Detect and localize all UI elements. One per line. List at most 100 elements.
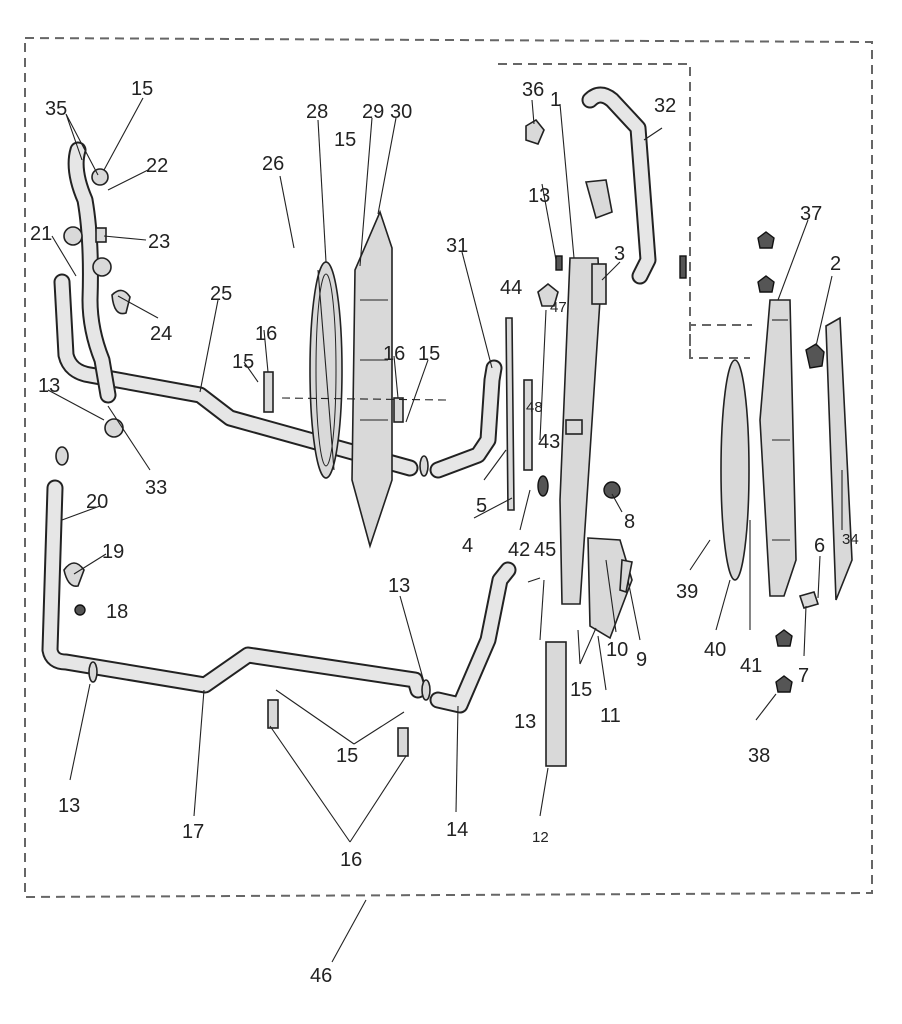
label-32: 32 bbox=[654, 95, 676, 117]
label-15-right: 15 bbox=[418, 343, 440, 365]
label-1: 1 bbox=[550, 89, 561, 111]
bolt-16-b bbox=[393, 397, 404, 423]
label-9: 9 bbox=[636, 649, 647, 671]
label-42: 42 bbox=[508, 539, 530, 561]
hose-31 bbox=[429, 359, 503, 479]
label-40: 40 bbox=[704, 639, 726, 661]
clamp-45 bbox=[537, 475, 549, 497]
nut-18 bbox=[74, 604, 86, 616]
label-39: 39 bbox=[676, 581, 698, 603]
label-44: 44 bbox=[500, 277, 522, 299]
connector-23 bbox=[95, 227, 107, 243]
bolt-16-d bbox=[397, 727, 409, 757]
bolt-16-a bbox=[263, 371, 274, 413]
label-13-mid: 13 bbox=[388, 575, 410, 597]
clamp-13-left bbox=[55, 446, 69, 466]
label-16-right: 16 bbox=[383, 343, 405, 365]
label-38: 38 bbox=[748, 745, 770, 767]
cap-38-a bbox=[757, 231, 775, 249]
clamp-13-mid bbox=[421, 679, 431, 701]
label-21: 21 bbox=[30, 223, 52, 245]
pipe-32 bbox=[581, 86, 657, 285]
pipe-5 bbox=[505, 317, 515, 511]
callout-labels: 15 35 22 23 21 24 25 33 13 20 19 18 13 1… bbox=[30, 78, 859, 987]
label-4: 4 bbox=[462, 535, 473, 557]
label-7: 7 bbox=[798, 665, 809, 687]
label-15: 15 bbox=[131, 78, 153, 100]
label-23: 23 bbox=[148, 231, 170, 253]
bolt-16-c bbox=[267, 699, 279, 729]
label-47: 47 bbox=[550, 299, 567, 316]
fan-40 bbox=[720, 359, 750, 581]
clamp-13-radiator bbox=[555, 255, 563, 271]
label-22: 22 bbox=[146, 155, 168, 177]
label-33: 33 bbox=[145, 477, 167, 499]
label-34: 34 bbox=[842, 531, 859, 548]
nut-2 bbox=[805, 343, 825, 369]
label-16-lower: 16 bbox=[340, 849, 362, 871]
label-31: 31 bbox=[446, 235, 468, 257]
label-6: 6 bbox=[814, 535, 825, 557]
label-28: 28 bbox=[306, 101, 328, 123]
clamp-13-bottom bbox=[88, 661, 98, 683]
elbow-19 bbox=[63, 562, 85, 587]
label-43: 43 bbox=[538, 431, 560, 453]
fitting-36 bbox=[525, 118, 545, 145]
label-15-top: 15 bbox=[334, 129, 356, 151]
cap-38-d bbox=[775, 675, 793, 693]
hose-14 bbox=[429, 561, 517, 714]
label-35: 35 bbox=[45, 98, 67, 120]
label-18: 18 bbox=[106, 601, 128, 623]
cap-38-b bbox=[757, 275, 775, 293]
label-24: 24 bbox=[150, 323, 172, 345]
label-30: 30 bbox=[390, 101, 412, 123]
clamp-35a bbox=[91, 168, 109, 186]
clamp-13-31 bbox=[419, 455, 429, 477]
label-15-lower: 15 bbox=[336, 745, 358, 767]
label-45: 45 bbox=[534, 539, 556, 561]
label-3: 3 bbox=[614, 243, 625, 265]
label-13-radiator: 13 bbox=[528, 185, 550, 207]
radiator-37 bbox=[759, 299, 797, 597]
nut-8 bbox=[603, 481, 621, 499]
label-11: 11 bbox=[600, 705, 621, 727]
label-15-pump: 15 bbox=[570, 679, 592, 701]
label-8: 8 bbox=[624, 511, 635, 533]
panel-34 bbox=[825, 316, 853, 601]
label-13-pump: 13 bbox=[514, 711, 536, 733]
hose-33 bbox=[67, 141, 117, 404]
label-5: 5 bbox=[476, 495, 487, 517]
assembly-frame bbox=[24, 36, 873, 899]
clamp-33 bbox=[104, 418, 124, 438]
label-46: 46 bbox=[310, 965, 332, 987]
label-25: 25 bbox=[210, 283, 232, 305]
bracket-24 bbox=[111, 289, 131, 315]
label-14: 14 bbox=[446, 819, 468, 841]
label-37: 37 bbox=[800, 203, 822, 225]
label-17: 17 bbox=[182, 821, 204, 843]
radiator-3 bbox=[559, 257, 607, 605]
hose-21 bbox=[53, 273, 419, 477]
bracket-1 bbox=[584, 179, 613, 220]
label-29: 29 bbox=[362, 101, 384, 123]
hose-17 bbox=[41, 479, 427, 699]
fan-shroud-30 bbox=[351, 209, 393, 549]
label-10: 10 bbox=[606, 639, 628, 661]
label-15-left: 15 bbox=[232, 351, 254, 373]
label-19: 19 bbox=[102, 541, 124, 563]
pipe-48 bbox=[523, 379, 533, 471]
label-41: 41 bbox=[740, 655, 762, 677]
label-20: 20 bbox=[86, 491, 108, 513]
label-13-bottom: 13 bbox=[58, 795, 80, 817]
cap-44 bbox=[537, 282, 559, 307]
pipe-12 bbox=[545, 641, 567, 767]
label-26: 26 bbox=[262, 153, 284, 175]
clamp-35b bbox=[63, 226, 83, 246]
leader-lines bbox=[47, 97, 843, 963]
label-12: 12 bbox=[532, 829, 549, 846]
radiator-subframe bbox=[498, 63, 752, 359]
label-36: 36 bbox=[522, 79, 544, 101]
cap-38-c bbox=[775, 629, 793, 647]
clamp-35c bbox=[92, 257, 112, 277]
